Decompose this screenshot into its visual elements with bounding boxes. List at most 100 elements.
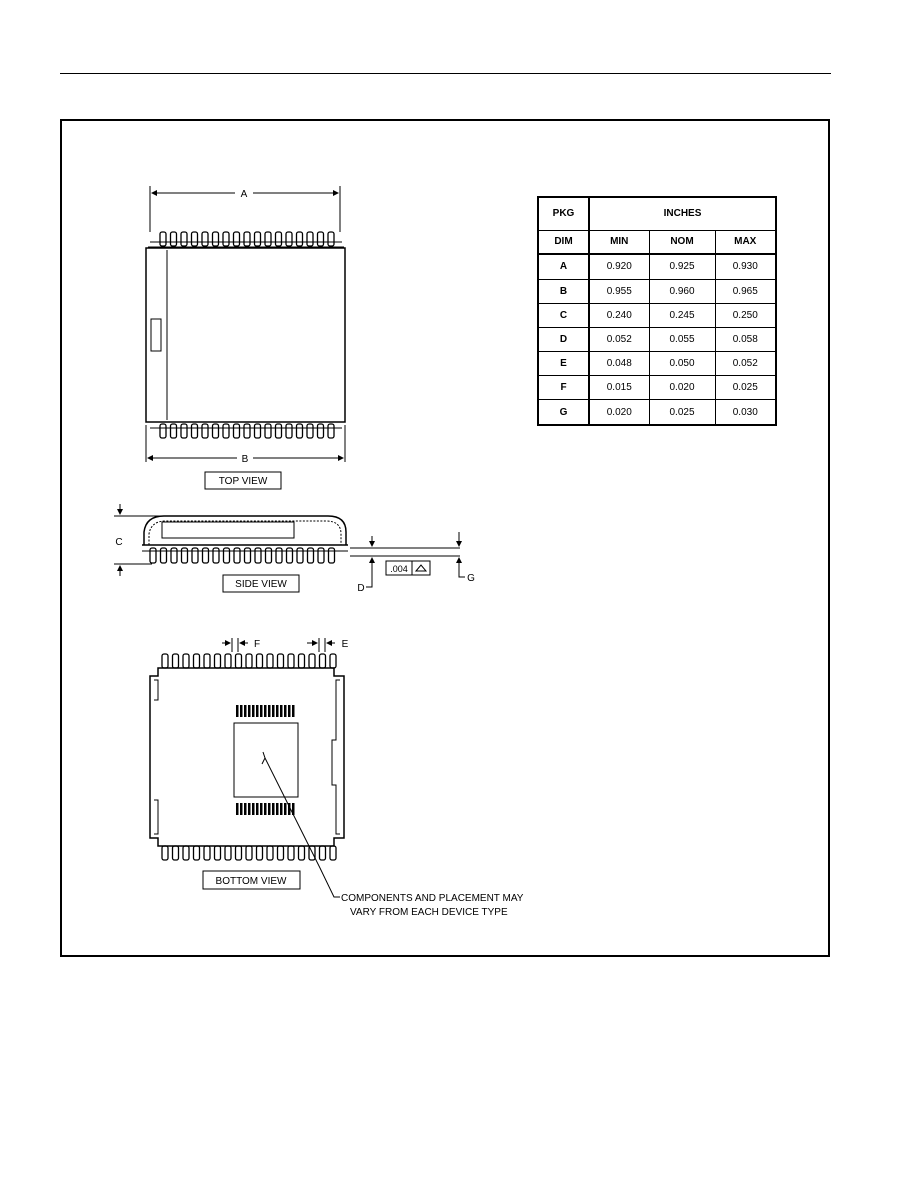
component-pin	[280, 803, 283, 815]
component-pin	[236, 705, 239, 717]
pad	[213, 653, 222, 669]
lead	[201, 423, 209, 439]
pad	[266, 845, 274, 861]
dim-a-label: A	[241, 189, 248, 200]
lead	[327, 547, 336, 564]
pad	[287, 653, 295, 669]
component-pin	[244, 705, 247, 717]
pad	[213, 845, 222, 861]
pad	[171, 653, 180, 669]
component-pin	[276, 705, 279, 717]
dim-f: F	[222, 638, 260, 652]
pad	[255, 653, 264, 669]
top-view-leads-lower	[150, 423, 342, 439]
dim-e: E	[307, 638, 349, 652]
lead	[264, 547, 273, 564]
component-pin	[292, 705, 295, 717]
note-line-2: VARY FROM EACH DEVICE TYPE	[350, 907, 508, 918]
pad	[318, 845, 327, 861]
lead	[212, 547, 220, 564]
lead	[306, 423, 314, 439]
lead	[243, 423, 251, 439]
pad	[308, 653, 316, 669]
pad	[308, 845, 316, 861]
lead	[254, 547, 262, 564]
dim-g-label: G	[467, 573, 475, 584]
component-pin	[248, 803, 251, 815]
min-header: MIN	[588, 229, 650, 255]
lead	[285, 231, 293, 247]
pad	[234, 845, 243, 861]
lead	[316, 231, 325, 247]
bottom-view-body	[149, 667, 345, 847]
component-pin	[288, 705, 291, 717]
lead	[243, 231, 251, 247]
component-pin	[240, 803, 243, 815]
pad	[192, 653, 201, 669]
lead	[306, 547, 315, 564]
dim-f-label: F	[254, 639, 260, 650]
component-pin	[288, 803, 291, 815]
component-pin	[284, 803, 287, 815]
dim-b: B	[145, 425, 346, 465]
note-leader	[264, 757, 340, 898]
top-view: A B TOP VIEW	[145, 186, 346, 490]
pad	[276, 845, 285, 861]
lead	[295, 423, 304, 439]
pad	[192, 845, 201, 861]
max-header: MAX	[714, 229, 777, 255]
component-pin	[272, 705, 275, 717]
component-row-upper	[236, 705, 295, 717]
lead	[232, 231, 241, 247]
lead	[327, 231, 335, 247]
component-pin	[292, 803, 295, 815]
lead	[317, 547, 325, 564]
lead	[222, 547, 231, 564]
top-view-caption: TOP VIEW	[219, 476, 268, 487]
lead	[253, 423, 262, 439]
bottom-view-caption-box	[202, 870, 301, 890]
lead	[296, 547, 304, 564]
component-pin	[280, 705, 283, 717]
lead	[170, 547, 178, 564]
pad	[255, 845, 264, 861]
lead	[169, 231, 178, 247]
lead	[232, 423, 241, 439]
lead	[190, 231, 199, 247]
pad	[245, 653, 253, 669]
component-pin	[272, 803, 275, 815]
side-view-caption: SIDE VIEW	[235, 579, 287, 590]
lead	[149, 547, 157, 564]
component-pin	[268, 803, 271, 815]
dim-e-label: E	[342, 639, 349, 650]
component-pin	[244, 803, 247, 815]
lead	[233, 547, 241, 564]
lead	[274, 423, 283, 439]
component-pin	[256, 803, 259, 815]
side-view-caption-box	[222, 574, 300, 593]
component-pin	[240, 705, 243, 717]
side-view-leads	[149, 547, 336, 564]
pad	[224, 653, 232, 669]
note-line-1: COMPONENTS AND PLACEMENT MAY	[341, 893, 524, 904]
dim-header: DIM	[537, 229, 590, 255]
bottom-view-caption: BOTTOM VIEW	[216, 876, 287, 887]
component-pin	[264, 803, 267, 815]
pad	[182, 653, 190, 669]
inches-header: INCHES	[588, 196, 777, 231]
lead	[191, 547, 199, 564]
pad	[287, 845, 295, 861]
lead	[285, 423, 293, 439]
center-component	[233, 722, 299, 798]
lead	[169, 423, 178, 439]
lead	[285, 547, 294, 564]
lead	[201, 231, 209, 247]
nom-header: NOM	[648, 229, 716, 255]
bottom-view: F E BOTTOM VIEW COMPONENTS AND PLACEMENT…	[149, 638, 524, 918]
